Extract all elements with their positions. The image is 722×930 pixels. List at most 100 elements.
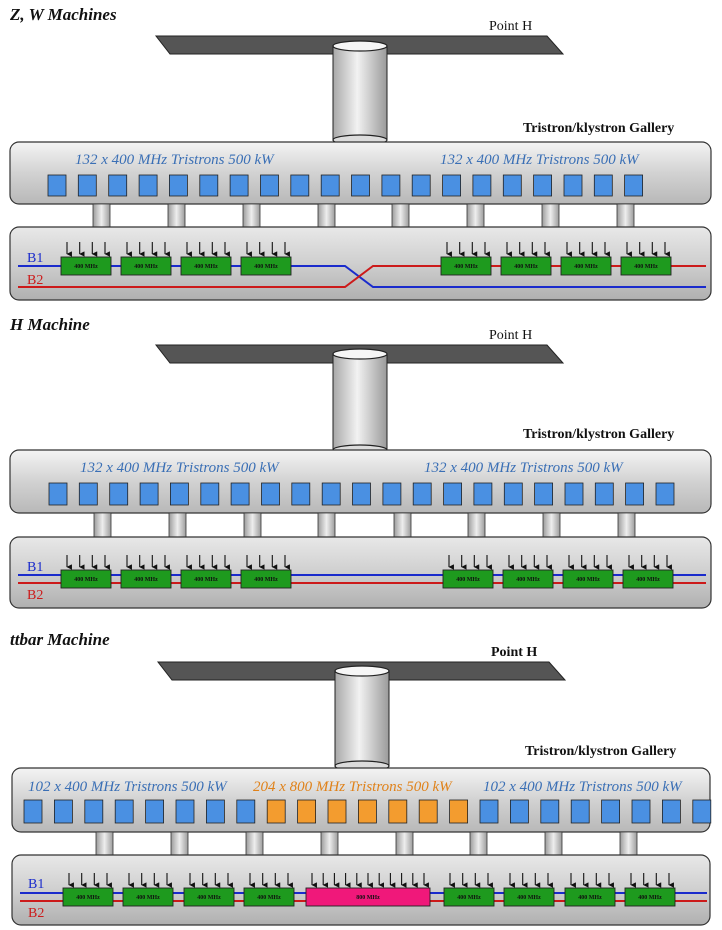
tristron-800mhz: [297, 799, 317, 824]
accelerator-tunnel: [9, 226, 712, 301]
cavity-label: 400 MHz: [136, 895, 160, 901]
tristron-400mhz: [502, 174, 522, 197]
cavity-label: 400 MHz: [74, 264, 98, 270]
tristron-400mhz: [540, 799, 560, 824]
tristron-group-label: 102 x 400 MHz Tristrons 500 kW: [28, 779, 228, 795]
cavity-label: 400 MHz: [257, 895, 281, 901]
tristron-400mhz: [593, 174, 613, 197]
cavity-400mhz: 400 MHz: [502, 555, 554, 589]
cavity-400mhz: 400 MHz: [620, 242, 672, 276]
section-zw-machines: Z, W Machines Point H Tristron/klystron …: [9, 5, 712, 301]
tristron-400mhz: [533, 174, 552, 197]
waveguide-connector: [469, 831, 488, 857]
tristron-400mhz: [168, 174, 188, 197]
tristron-400mhz: [692, 799, 712, 824]
point-label: Point H: [489, 328, 532, 343]
tristron-400mhz: [479, 799, 499, 824]
tristron-400mhz: [114, 799, 134, 824]
tristron-400mhz: [290, 174, 310, 197]
beam-b1-label: B1: [27, 560, 43, 575]
cavity-400mhz: 400 MHz: [442, 555, 494, 589]
tristron-800mhz: [418, 799, 438, 824]
waveguide-connector: [616, 203, 635, 229]
beam-b2-label: B2: [27, 273, 43, 288]
cavity-label: 400 MHz: [457, 895, 481, 901]
cavity-row: 400 MHz 400 MHz 400 MHz 400 MHz 800 MHz 400 M…: [62, 873, 676, 907]
tristron-400mhz: [169, 482, 189, 506]
beam-b2-label: B2: [27, 588, 43, 603]
cavity-label: 400 MHz: [514, 264, 538, 270]
access-shaft: [332, 40, 388, 146]
cavity-400mhz: 400 MHz: [622, 555, 674, 589]
tristron-400mhz: [48, 482, 68, 506]
tristron-row: [48, 482, 675, 506]
cavity-400mhz: 400 MHz: [60, 242, 112, 276]
cavity-400mhz: 400 MHz: [440, 242, 492, 276]
waveguide-connector: [242, 203, 261, 229]
cavity-row: 400 MHz 400 MHz 400 MHz 400 MHz 400 MHz 400 M…: [60, 555, 674, 589]
tristron-400mhz: [655, 482, 675, 506]
cavity-label: 400 MHz: [197, 895, 221, 901]
cavity-label: 400 MHz: [456, 577, 480, 583]
tristron-400mhz: [291, 482, 311, 506]
tristron-group-label: 132 x 400 MHz Tristrons 500 kW: [440, 152, 640, 168]
cavity-label: 400 MHz: [576, 577, 600, 583]
waveguide-connector: [92, 203, 111, 229]
waveguide-connector: [243, 512, 262, 538]
cavity-800mhz: 800 MHz: [305, 873, 431, 907]
tristron-400mhz: [411, 174, 431, 197]
beam-b1-label: B1: [27, 251, 43, 266]
tristron-400mhz: [205, 799, 225, 824]
tristron-400mhz: [261, 482, 280, 506]
tristron-400mhz: [23, 799, 43, 824]
cavity-label: 400 MHz: [454, 264, 478, 270]
waveguide-connector: [391, 203, 410, 229]
tristron-400mhz: [84, 799, 104, 824]
tristron-400mhz: [564, 482, 584, 506]
tristron-400mhz: [601, 799, 620, 824]
waveguide-connector: [619, 831, 638, 857]
tristron-400mhz: [138, 174, 158, 197]
cavity-400mhz: 400 MHz: [562, 555, 614, 589]
tristron-400mhz: [47, 174, 67, 197]
cavity-400mhz: 400 MHz: [503, 873, 555, 907]
tristron-400mhz: [381, 174, 401, 197]
waveguide-connector: [317, 512, 336, 538]
tristron-400mhz: [78, 482, 98, 506]
tristron-800mhz: [327, 799, 347, 824]
cavity-label: 400 MHz: [194, 577, 218, 583]
gallery-label: Tristron/klystron Gallery: [525, 744, 676, 759]
cavity-400mhz: 400 MHz: [62, 873, 114, 907]
tristron-group-label: 102 x 400 MHz Tristrons 500 kW: [483, 779, 683, 795]
waveguide-connector: [95, 831, 114, 857]
cavity-label: 400 MHz: [254, 577, 278, 583]
cavity-400mhz: 400 MHz: [240, 242, 292, 276]
cavity-label: 400 MHz: [574, 264, 598, 270]
tristron-400mhz: [503, 482, 523, 506]
cavity-400mhz: 400 MHz: [500, 242, 552, 276]
section-title: ttbar Machine: [10, 630, 110, 649]
tristron-400mhz: [77, 174, 97, 197]
cavity-400mhz: 400 MHz: [240, 555, 292, 589]
cavity-label: 400 MHz: [74, 577, 98, 583]
tristron-400mhz: [230, 482, 250, 506]
cavity-label: 400 MHz: [134, 264, 158, 270]
tristron-400mhz: [509, 799, 529, 824]
gallery-label: Tristron/klystron Gallery: [523, 121, 674, 136]
tristron-400mhz: [472, 174, 492, 197]
cavity-400mhz: 400 MHz: [183, 873, 235, 907]
waveguide-connector: [542, 512, 561, 538]
cavity-400mhz: 400 MHz: [560, 242, 612, 276]
tristron-400mhz: [662, 799, 681, 824]
cavity-label: 400 MHz: [578, 895, 602, 901]
cavity-400mhz: 400 MHz: [624, 873, 676, 907]
waveguide-connector: [395, 831, 414, 857]
waveguide-connectors: [92, 203, 635, 229]
tristron-400mhz: [145, 799, 165, 824]
tristron-400mhz: [236, 799, 256, 824]
beam-b1-label: B1: [28, 877, 44, 892]
tristron-400mhz: [624, 174, 643, 197]
cavity-row: 400 MHz 400 MHz 400 MHz 400 MHz 400 MHz 400 M…: [60, 242, 672, 276]
tristron-400mhz: [175, 799, 195, 824]
tristron-400mhz: [594, 482, 614, 506]
